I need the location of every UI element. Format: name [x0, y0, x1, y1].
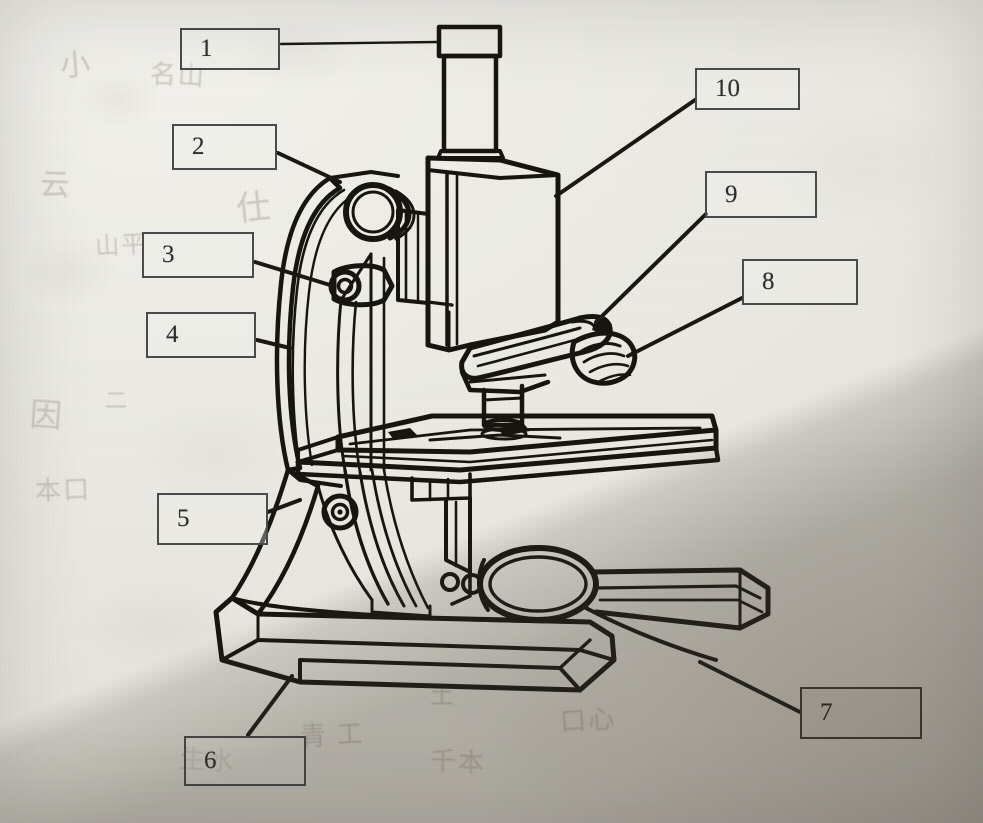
objective-lens-part	[569, 330, 638, 386]
label-box-7[interactable]: 7	[800, 687, 922, 739]
substage-column-part	[440, 496, 472, 606]
label-box-3[interactable]: 3	[142, 232, 254, 278]
label-box-10[interactable]: 10	[695, 68, 800, 110]
label-number-1: 1	[200, 35, 213, 62]
leader-line-2	[276, 151, 342, 184]
leader-line-1	[279, 40, 439, 46]
label-number-6: 6	[204, 747, 217, 774]
label-number-10: 10	[715, 75, 740, 102]
label-number-5: 5	[177, 505, 190, 532]
label-number-8: 8	[762, 268, 775, 295]
label-number-2: 2	[192, 133, 205, 160]
eyepiece-part	[436, 24, 505, 160]
coarse-adjustment-knob-part	[343, 182, 416, 242]
stage-part	[295, 413, 721, 502]
label-box-6[interactable]: 6	[184, 736, 306, 786]
leader-line-5	[266, 498, 302, 514]
leader-line-7	[698, 660, 802, 714]
leader-line-10	[554, 98, 697, 198]
mirror-part	[461, 545, 771, 662]
label-number-4: 4	[166, 321, 179, 348]
condenser-knob-part	[321, 493, 359, 531]
label-box-1[interactable]: 1	[180, 28, 280, 70]
label-box-2[interactable]: 2	[172, 124, 277, 170]
leader-line-6	[246, 674, 294, 737]
leader-line-9	[594, 212, 708, 324]
leader-line-3	[253, 260, 332, 287]
label-number-9: 9	[725, 180, 738, 208]
label-number-7: 7	[820, 699, 833, 726]
label-box-4[interactable]: 4	[146, 312, 256, 358]
label-box-9[interactable]: 9	[705, 171, 817, 218]
leader-line-8	[626, 296, 744, 358]
leader-line-4	[255, 338, 292, 350]
label-number-3: 3	[162, 241, 175, 268]
label-box-5[interactable]: 5	[157, 493, 268, 545]
label-box-8[interactable]: 8	[742, 259, 858, 305]
